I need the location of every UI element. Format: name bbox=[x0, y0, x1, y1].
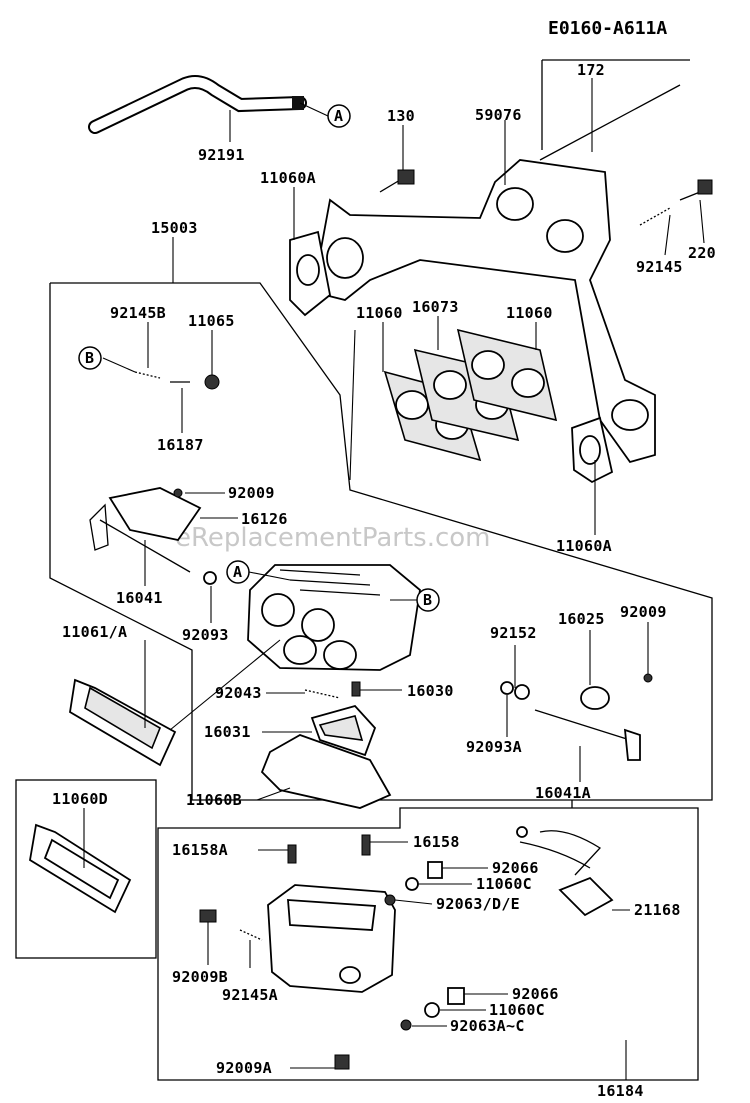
label-11060A-bottom: 11060A bbox=[556, 537, 612, 555]
intake-manifold-part bbox=[317, 159, 656, 464]
screw-16158-part bbox=[361, 834, 371, 856]
gasket-stack-part bbox=[383, 328, 558, 462]
label-11060-left: 11060 bbox=[356, 304, 403, 322]
gasket-11060C-top-part bbox=[405, 877, 419, 891]
label-16158A: 16158A bbox=[172, 841, 228, 859]
spring-92145A-part bbox=[239, 929, 263, 941]
label-16031: 16031 bbox=[204, 723, 251, 741]
label-16158: 16158 bbox=[413, 833, 460, 851]
label-92009A: 92009A bbox=[216, 1059, 272, 1077]
washer-92093-part bbox=[203, 571, 217, 585]
stud-part bbox=[539, 84, 681, 161]
label-92191: 92191 bbox=[198, 146, 245, 164]
leader-lines bbox=[83, 78, 705, 1080]
gasket-11060A-top-part bbox=[289, 230, 331, 317]
label-92066-top: 92066 bbox=[492, 859, 539, 877]
callout-a-mid[interactable]: A bbox=[226, 560, 250, 584]
bolt-92009B-part bbox=[199, 909, 217, 923]
label-16041A: 16041A bbox=[535, 784, 591, 802]
svg-text:A: A bbox=[334, 107, 343, 125]
carburetor-body-part bbox=[247, 564, 421, 671]
label-92043: 92043 bbox=[215, 684, 262, 702]
washer-92093A-part bbox=[500, 681, 514, 695]
label-92009-right: 92009 bbox=[620, 603, 667, 621]
label-92145A: 92145A bbox=[222, 986, 278, 1004]
label-59076: 59076 bbox=[475, 106, 522, 124]
label-92066-bottom: 92066 bbox=[512, 985, 559, 1003]
bracket-172 bbox=[541, 59, 690, 150]
bolt-130-part bbox=[379, 169, 415, 193]
frame-16184 bbox=[157, 807, 699, 1081]
float-16031-part bbox=[310, 704, 377, 757]
svg-text:A: A bbox=[233, 563, 242, 581]
gasket-11060C-bottom-part bbox=[424, 1002, 440, 1018]
plug-92066-bottom-part bbox=[447, 987, 465, 1005]
fuel-solenoid-21168-part bbox=[516, 826, 614, 917]
callout-b-right[interactable]: B bbox=[416, 588, 440, 612]
bolt-220-part bbox=[679, 179, 713, 201]
label-92152: 92152 bbox=[490, 624, 537, 642]
label-130: 130 bbox=[387, 107, 415, 125]
label-16187: 16187 bbox=[157, 436, 204, 454]
callout-a-top[interactable]: A bbox=[327, 104, 351, 128]
breather-tube-part bbox=[88, 75, 307, 134]
label-11060B: 11060B bbox=[186, 791, 242, 809]
gasket-11061A-part bbox=[69, 678, 177, 767]
gasket-11060D-part bbox=[29, 823, 132, 914]
screw-16158A-part bbox=[287, 844, 297, 864]
label-92009B: 92009B bbox=[172, 968, 228, 986]
diagram-code: E0160-A611A bbox=[548, 18, 667, 39]
plug-92066-top-part bbox=[427, 861, 443, 879]
spring-92145B-part bbox=[134, 371, 161, 379]
choke-plate-16025-part bbox=[580, 686, 610, 710]
jet-92063DE-part bbox=[384, 894, 396, 906]
jet-92063AC-part bbox=[400, 1019, 412, 1031]
label-92063DE: 92063/D/E bbox=[436, 895, 520, 913]
label-16126: 16126 bbox=[241, 510, 288, 528]
label-92009: 92009 bbox=[228, 484, 275, 502]
label-16184: 16184 bbox=[597, 1082, 644, 1100]
label-172: 172 bbox=[577, 61, 605, 79]
float-bowl-part bbox=[267, 884, 396, 993]
gasket-11060A-bottom-part bbox=[571, 416, 614, 484]
label-16073: 16073 bbox=[412, 298, 459, 316]
spring-92145-part bbox=[639, 207, 671, 226]
label-11060C-top: 11060C bbox=[476, 875, 532, 893]
screw-92009-right-part bbox=[643, 673, 653, 683]
choke-shaft-16041A-part bbox=[534, 709, 641, 761]
jet-16030-part bbox=[351, 681, 361, 697]
label-11060C-bottom: 11060C bbox=[489, 1001, 545, 1019]
svg-text:B: B bbox=[85, 349, 94, 367]
label-92093A: 92093A bbox=[466, 738, 522, 756]
label-92145: 92145 bbox=[636, 258, 683, 276]
label-16030: 16030 bbox=[407, 682, 454, 700]
label-11060A-top: 11060A bbox=[260, 169, 316, 187]
callout-b-left[interactable]: B bbox=[78, 346, 102, 370]
svg-text:B: B bbox=[423, 591, 432, 609]
label-21168: 21168 bbox=[634, 901, 681, 919]
screw-92009-part bbox=[173, 488, 183, 498]
nut-11065-part bbox=[204, 374, 220, 390]
gasket-11060B-part bbox=[260, 734, 392, 809]
jet-92043-part bbox=[304, 689, 341, 699]
label-16041: 16041 bbox=[116, 589, 163, 607]
frame-15003 bbox=[49, 282, 713, 808]
label-11060D: 11060D bbox=[52, 790, 108, 808]
seal-92152-part bbox=[514, 684, 530, 700]
watermark: eReplacementParts.com bbox=[175, 523, 491, 553]
label-11061A: 11061/A bbox=[62, 623, 127, 641]
label-11060-right: 11060 bbox=[506, 304, 553, 322]
bolt-92009A-part bbox=[334, 1054, 350, 1070]
label-92145B: 92145B bbox=[110, 304, 166, 322]
label-92063AC: 92063A~C bbox=[450, 1017, 525, 1035]
label-11065: 11065 bbox=[188, 312, 235, 330]
frame-11060D bbox=[15, 779, 157, 959]
label-15003: 15003 bbox=[151, 219, 198, 237]
label-92093: 92093 bbox=[182, 626, 229, 644]
label-220: 220 bbox=[688, 244, 716, 262]
label-16025: 16025 bbox=[558, 610, 605, 628]
